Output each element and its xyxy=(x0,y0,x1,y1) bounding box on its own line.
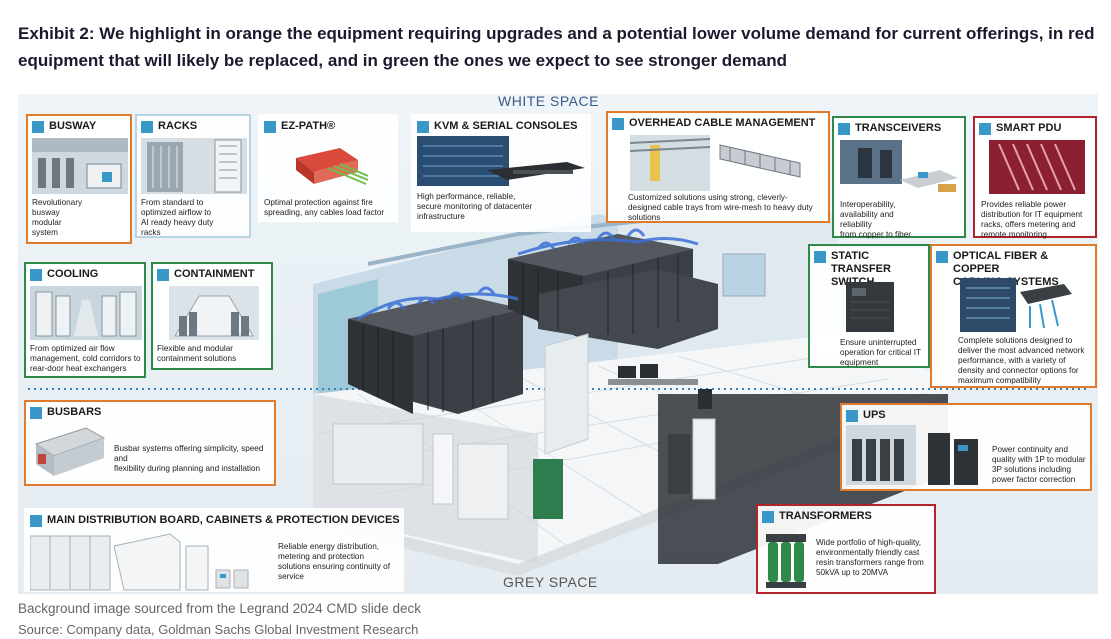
busbars-image xyxy=(34,427,106,476)
optical-fiber-image xyxy=(960,278,1072,332)
static-transfer-switch-box: STATIC TRANSFERSWITCH Ensure uninterrupt… xyxy=(808,244,930,368)
ups-image xyxy=(846,425,978,485)
smart-pdu-title: SMART PDU xyxy=(996,122,1062,134)
background-image-note: Background image sourced from the Legran… xyxy=(18,601,421,616)
racks-image xyxy=(141,138,247,194)
kvm-serial-consoles-box: KVM & SERIAL CONSOLES High performance, … xyxy=(411,114,591,232)
transformers-box: TRANSFORMERS Wide portfolio of high-qual… xyxy=(756,504,936,594)
section-marker-icon xyxy=(264,121,276,133)
main-distribution-board-box: MAIN DISTRIBUTION BOARD, CABINETS & PROT… xyxy=(24,508,404,592)
kvm-image xyxy=(417,136,585,186)
grey-space-label: GREY SPACE xyxy=(503,574,598,590)
ez-path-image xyxy=(296,148,368,185)
transformers-description: Wide portfolio of high-quality,environme… xyxy=(816,538,924,577)
section-marker-icon xyxy=(612,118,624,130)
transformers-image xyxy=(766,534,806,588)
overhead-cable-tray-image xyxy=(630,135,801,191)
exhibit-title: Exhibit 2: We highlight in orange the eq… xyxy=(18,24,1095,70)
section-marker-icon xyxy=(417,121,429,133)
busbars-title: BUSBARS xyxy=(47,406,102,418)
datacenter-diagram: WHITE SPACE GREY SPACE BUSWAY Revolution… xyxy=(18,94,1098,594)
busbars-box: BUSBARS Busbar systems offering simplici… xyxy=(24,400,276,486)
overhead-cable-management-box: OVERHEAD CABLE MANAGEMENT Customized sol… xyxy=(606,111,830,223)
section-marker-icon xyxy=(979,123,991,135)
section-marker-icon xyxy=(32,121,44,133)
kvm-description: High performance, reliable,secure monito… xyxy=(417,192,533,221)
optical-fiber-copper-box: OPTICAL FIBER & COPPERCABLING SYSTEMS Co… xyxy=(930,244,1097,388)
section-marker-icon xyxy=(936,251,948,263)
containment-image xyxy=(169,286,259,340)
ez-path-title: EZ-PATH® xyxy=(281,120,336,132)
racks-title: RACKS xyxy=(158,120,198,132)
kvm-title: KVM & SERIAL CONSOLES xyxy=(434,120,578,132)
static-transfer-switch-image xyxy=(846,282,894,332)
overhead-description: Customized solutions using strong, cleve… xyxy=(628,193,813,222)
overhead-title: OVERHEAD CABLE MANAGEMENT xyxy=(629,117,816,129)
transceivers-image xyxy=(840,140,958,192)
main-distribution-board-image xyxy=(30,533,249,591)
white-space-label: WHITE SPACE xyxy=(498,94,599,109)
section-marker-icon xyxy=(30,407,42,419)
transceivers-title: TRANSCEIVERS xyxy=(855,122,942,134)
section-marker-icon xyxy=(30,515,42,527)
ez-path-box: EZ-PATH® Optimal protection against fire… xyxy=(258,114,398,222)
busway-image xyxy=(32,138,128,194)
ups-title: UPS xyxy=(863,409,886,421)
section-marker-icon xyxy=(846,410,858,422)
section-marker-icon xyxy=(30,269,42,281)
mdb-title: MAIN DISTRIBUTION BOARD, CABINETS & PROT… xyxy=(47,514,400,526)
section-marker-icon xyxy=(141,121,153,133)
section-marker-icon xyxy=(838,123,850,135)
section-marker-icon xyxy=(814,251,826,263)
transceivers-box: TRANSCEIVERS Interoperability,availabili… xyxy=(832,116,966,239)
section-marker-icon xyxy=(157,269,169,281)
busbars-description: Busbar systems offering simplicity, spee… xyxy=(114,444,264,473)
transformers-title: TRANSFORMERS xyxy=(779,510,872,522)
smart-pdu-image xyxy=(989,140,1085,194)
section-marker-icon xyxy=(762,511,774,523)
containment-title: CONTAINMENT xyxy=(174,268,255,280)
busway-title: BUSWAY xyxy=(49,120,97,132)
cooling-image xyxy=(30,286,142,340)
mdb-description: Reliable energy distribution,metering an… xyxy=(278,542,390,581)
source-note: Source: Company data, Goldman Sachs Glob… xyxy=(18,622,419,637)
cooling-title: COOLING xyxy=(47,268,99,280)
